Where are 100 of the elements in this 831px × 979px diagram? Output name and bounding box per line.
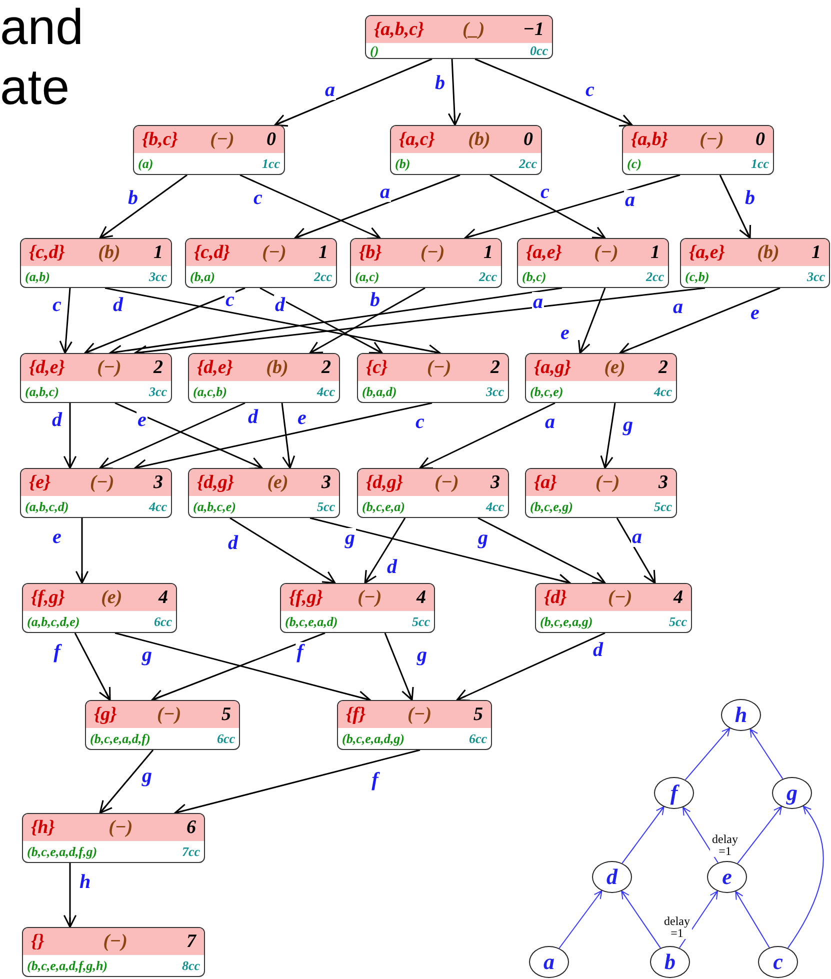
delay-label: (−) (97, 358, 122, 377)
sequence-label: (b) (395, 157, 410, 170)
state-box (337, 700, 492, 750)
delay-label: (e) (604, 358, 626, 377)
delay-label: (−) (103, 932, 128, 951)
task-circle (592, 861, 632, 893)
level-number: 3 (321, 473, 331, 492)
edge-label: f (296, 642, 304, 662)
arrow (478, 517, 606, 584)
arrow (490, 174, 606, 239)
set-label: {c,d} (29, 243, 65, 262)
set-label: {g} (94, 705, 117, 724)
cost-label: 6cc (216, 732, 235, 745)
cost-label: 0cc (530, 44, 548, 57)
arrow (99, 402, 246, 470)
task-name: e (722, 866, 732, 888)
sequence-label: (a,b) (25, 270, 50, 283)
set-label: {} (31, 932, 44, 951)
cost-label: 3cc (806, 270, 825, 283)
delay-label: (−) (262, 243, 286, 262)
set-label: {a,e} (526, 243, 562, 262)
sequence-label: (a) (138, 157, 154, 170)
state-box (20, 468, 172, 518)
set-label: {f,g} (289, 588, 323, 607)
arrow (240, 174, 381, 240)
arrow (59, 288, 72, 354)
sequence-label: (b,c,e) (530, 385, 564, 398)
arrow (63, 863, 77, 928)
state-box (22, 927, 205, 977)
arrow (787, 806, 824, 949)
cost-label: 1cc (262, 157, 280, 170)
task-name: c (773, 951, 783, 973)
cost-label: 5cc (412, 615, 430, 628)
level-number: 0 (266, 130, 276, 149)
delay-label: (−) (157, 705, 182, 724)
level-number: 2 (154, 358, 163, 377)
arrow (230, 517, 336, 584)
set-label: {d,g} (366, 473, 403, 492)
arrow (364, 518, 406, 584)
arrow (719, 174, 751, 239)
arrow (114, 402, 263, 470)
set-label: {b} (359, 243, 382, 262)
sequence-label: (b,c,e,a,d,f,g) (27, 845, 98, 858)
arrow (737, 806, 782, 864)
sequence-label: (b,c,e,a,d,f) (90, 732, 150, 745)
arrow (99, 750, 154, 814)
state-box (22, 813, 205, 863)
sequence-label: (a,c,b) (193, 385, 227, 398)
edge-label: delay =1 (662, 915, 692, 939)
delay-label: (e) (101, 588, 122, 607)
level-number: 4 (416, 588, 426, 607)
delay-label: (−) (608, 588, 632, 607)
task-circle (654, 777, 694, 809)
sequence-label: (b,a) (190, 270, 215, 283)
set-label: {d} (544, 588, 567, 607)
level-number: 3 (490, 473, 500, 492)
level-number: 2 (490, 358, 500, 377)
state-box (622, 125, 774, 175)
cost-label: 5cc (316, 500, 335, 513)
delay-label: (−) (108, 818, 133, 837)
arrow (578, 288, 606, 354)
edge-label: f (52, 642, 62, 662)
state-box (188, 468, 340, 518)
arrow (622, 806, 664, 864)
state-box (535, 583, 692, 633)
cost-label: 1cc (750, 157, 769, 170)
sequence-label: (b,c,e,g) (530, 500, 573, 513)
sequence-label: (a,b,c,d,e) (27, 615, 80, 628)
task-circle (529, 946, 569, 978)
sequence-label: (b,c,e,a,g) (540, 615, 593, 628)
level-number: 2 (321, 358, 331, 377)
state-box (350, 238, 502, 288)
task-name: f (670, 782, 678, 804)
delay-label: (−) (434, 473, 459, 492)
set-label: {b,c} (142, 130, 178, 149)
sequence-label: (b,c,e,a,d,f,g,h) (27, 959, 108, 972)
state-box (525, 353, 677, 403)
level-number: −1 (522, 20, 544, 39)
task-name: b (664, 951, 676, 973)
delay-label: (−) (210, 130, 234, 149)
level-number: 5 (473, 705, 483, 724)
cost-label: 6cc (468, 732, 487, 745)
arrow (281, 402, 296, 469)
delay-label: (_) (462, 20, 485, 39)
arrow (621, 890, 661, 948)
level-number: 5 (222, 705, 231, 724)
arrow (619, 287, 780, 355)
task-circle (758, 946, 798, 978)
state-box (680, 238, 830, 288)
arrow (750, 728, 784, 780)
arrow (684, 728, 730, 780)
set-label: {d,e} (29, 358, 65, 377)
edge-label: delay =1 (710, 833, 740, 857)
sequence-label: () (370, 44, 379, 57)
set-label: {a,c} (399, 130, 435, 149)
arrow (474, 58, 633, 127)
set-label: {d,g} (197, 473, 234, 492)
delay-label: (e) (267, 473, 288, 492)
arrow (682, 806, 718, 864)
arrow (616, 518, 656, 584)
